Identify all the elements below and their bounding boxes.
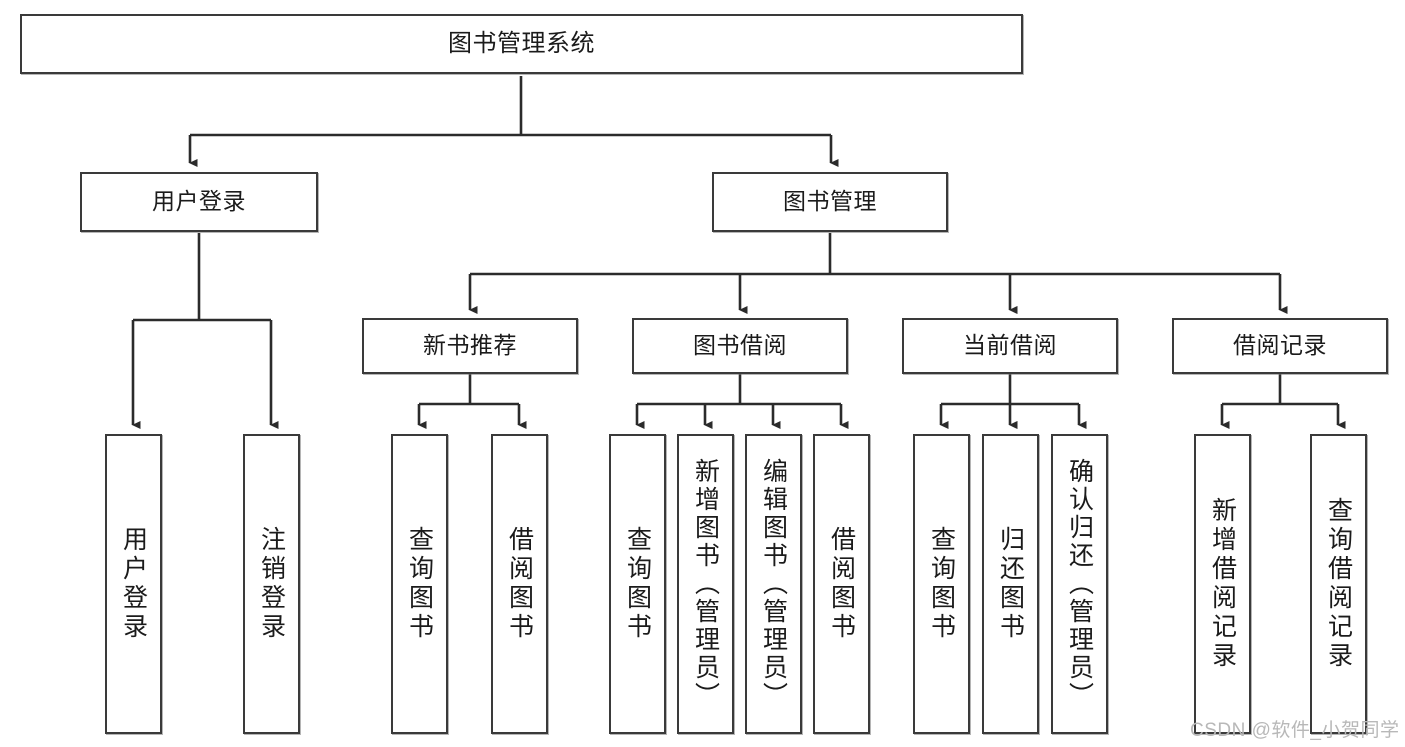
node-label: 图书管理 <box>783 188 877 215</box>
node-label: 借阅图书 <box>505 526 534 642</box>
leaf-logout[interactable]: 注销登录 <box>243 434 300 734</box>
node-book-borrowing[interactable]: 图书借阅 <box>632 318 848 374</box>
leaf-confirm-return-admin[interactable]: 确认归还（管理员） <box>1051 434 1108 734</box>
node-book-management[interactable]: 图书管理 <box>712 172 948 232</box>
leaf-return-books[interactable]: 归还图书 <box>982 434 1039 734</box>
node-label: 注销登录 <box>257 526 286 642</box>
node-label: 确认归还（管理员） <box>1065 458 1094 710</box>
node-label: 查询图书 <box>405 526 434 642</box>
leaf-add-borrow-record[interactable]: 新增借阅记录 <box>1194 434 1251 734</box>
csdn-watermark: CSDN @软件_小贺同学 <box>1190 720 1400 741</box>
leaf-search-books-current[interactable]: 查询图书 <box>913 434 970 734</box>
node-label: 图书管理系统 <box>448 29 595 57</box>
node-new-book-recommendation[interactable]: 新书推荐 <box>362 318 578 374</box>
node-current-borrowing[interactable]: 当前借阅 <box>902 318 1118 374</box>
node-root-book-management-system[interactable]: 图书管理系统 <box>20 14 1023 74</box>
leaf-edit-book-admin[interactable]: 编辑图书（管理员） <box>745 434 802 734</box>
node-label: 借阅记录 <box>1233 332 1327 359</box>
node-label: 查询借阅记录 <box>1324 497 1353 671</box>
node-label: 查询图书 <box>623 526 652 642</box>
node-label: 查询图书 <box>927 526 956 642</box>
node-label: 新增图书（管理员） <box>691 458 720 710</box>
leaf-borrow-books[interactable]: 借阅图书 <box>813 434 870 734</box>
node-label: 借阅图书 <box>827 526 856 642</box>
node-label: 归还图书 <box>996 526 1025 642</box>
leaf-search-books-borrow[interactable]: 查询图书 <box>609 434 666 734</box>
leaf-add-book-admin[interactable]: 新增图书（管理员） <box>677 434 734 734</box>
node-borrow-records[interactable]: 借阅记录 <box>1172 318 1388 374</box>
node-label: 新增借阅记录 <box>1208 497 1237 671</box>
node-label: 编辑图书（管理员） <box>759 458 788 710</box>
node-label: 当前借阅 <box>963 332 1057 359</box>
node-label: 用户登录 <box>119 526 148 642</box>
node-label: 用户登录 <box>152 188 246 215</box>
leaf-search-borrow-record[interactable]: 查询借阅记录 <box>1310 434 1367 734</box>
leaf-user-login[interactable]: 用户登录 <box>105 434 162 734</box>
node-user-login[interactable]: 用户登录 <box>80 172 318 232</box>
leaf-search-books-new[interactable]: 查询图书 <box>391 434 448 734</box>
leaf-borrow-books-new[interactable]: 借阅图书 <box>491 434 548 734</box>
node-label: 图书借阅 <box>693 332 787 359</box>
node-label: 新书推荐 <box>423 332 517 359</box>
